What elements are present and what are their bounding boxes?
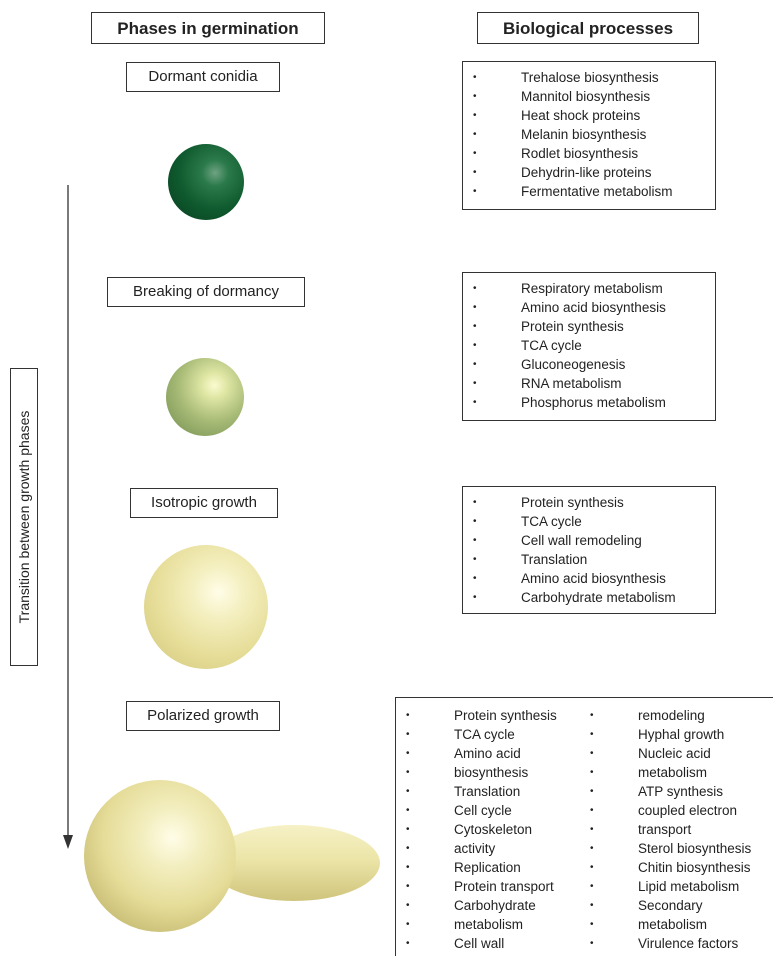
process-item: TCA cycle [473, 336, 709, 355]
stage-isotropic-label: Isotropic growth [130, 488, 278, 518]
breaking-conidium [166, 358, 244, 436]
process-item: Cytoskeleton [406, 820, 557, 839]
process-item: transport [590, 820, 751, 839]
process-item: Virulence factors [590, 934, 751, 953]
process-item: Protein transport [406, 877, 557, 896]
stage-dormant-label: Dormant conidia [126, 62, 280, 92]
process-item: ATP synthesis [590, 782, 751, 801]
stage-dormant-processes: Trehalose biosynthesis Mannitol biosynth… [462, 61, 716, 210]
process-item: Translation [406, 782, 557, 801]
stage-polarized-processes: Protein synthesis TCA cycle Amino acid b… [395, 697, 773, 956]
process-item: Dehydrin-like proteins [473, 163, 709, 182]
process-item: Rodlet biosynthesis [473, 144, 709, 163]
transition-label-text: Transition between growth phases [16, 410, 32, 624]
process-item: Sterol biosynthesis [590, 839, 751, 858]
process-item: Cell wall [406, 934, 557, 953]
process-item: Lipid metabolism [590, 877, 751, 896]
phases-header: Phases in germination [91, 12, 325, 44]
process-item: Cell wall remodeling [473, 531, 709, 550]
process-item: Nucleic acid [590, 744, 751, 763]
process-item: Trehalose biosynthesis [473, 68, 709, 87]
process-item: Melanin biosynthesis [473, 125, 709, 144]
process-item: Amino acid biosynthesis [473, 298, 709, 317]
process-item: TCA cycle [473, 512, 709, 531]
stage-isotropic-processes: Protein synthesis TCA cycle Cell wall re… [462, 486, 716, 614]
process-item: Replication [406, 858, 557, 877]
process-item: Mannitol biosynthesis [473, 87, 709, 106]
process-item: Fermentative metabolism [473, 182, 709, 201]
process-item: Phosphorus metabolism [473, 393, 709, 412]
isotropic-conidium [144, 545, 268, 669]
process-column-1: Protein synthesis TCA cycle Amino acid b… [406, 706, 557, 953]
stage-polarized-label: Polarized growth [126, 701, 280, 731]
process-item: Secondary [590, 896, 751, 915]
stage-breaking-label: Breaking of dormancy [107, 277, 305, 307]
process-item: remodeling [590, 706, 751, 725]
process-item: metabolism [590, 763, 751, 782]
process-item: Amino acid biosynthesis [473, 569, 709, 588]
process-item: Protein synthesis [473, 317, 709, 336]
process-item: Translation [473, 550, 709, 569]
transition-arrow [63, 185, 73, 849]
process-item: Amino acid [406, 744, 557, 763]
process-item: Respiratory metabolism [473, 279, 709, 298]
process-column-2: remodeling Hyphal growth Nucleic acid me… [590, 706, 751, 953]
process-item: metabolism [406, 915, 557, 934]
dormant-conidium [168, 144, 244, 220]
process-item: coupled electron [590, 801, 751, 820]
process-item: RNA metabolism [473, 374, 709, 393]
processes-header: Biological processes [477, 12, 699, 44]
process-item: Carbohydrate metabolism [473, 588, 709, 607]
process-item: Protein synthesis [406, 706, 557, 725]
transition-label: Transition between growth phases [10, 368, 38, 666]
process-item: Gluconeogenesis [473, 355, 709, 374]
process-item: Cell cycle [406, 801, 557, 820]
polarized-germling [84, 780, 380, 932]
process-item: Protein synthesis [473, 493, 709, 512]
stage-breaking-processes: Respiratory metabolism Amino acid biosyn… [462, 272, 716, 421]
process-item: metabolism [590, 915, 751, 934]
process-item: Chitin biosynthesis [590, 858, 751, 877]
process-item: Carbohydrate [406, 896, 557, 915]
process-item: TCA cycle [406, 725, 557, 744]
process-item: Heat shock proteins [473, 106, 709, 125]
process-item: activity [406, 839, 557, 858]
process-item: biosynthesis [406, 763, 557, 782]
process-item: Hyphal growth [590, 725, 751, 744]
